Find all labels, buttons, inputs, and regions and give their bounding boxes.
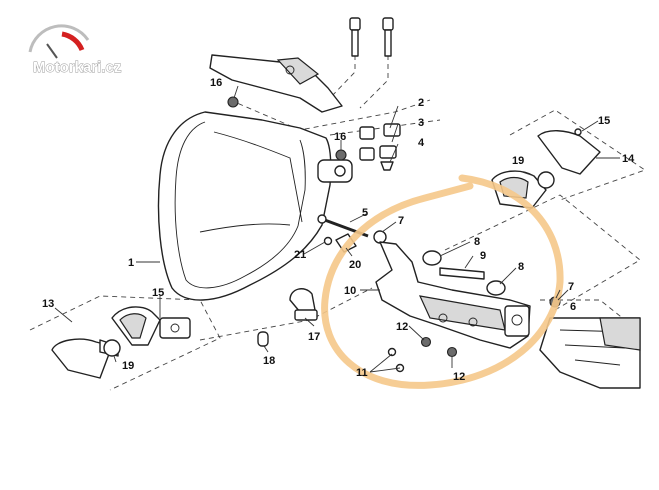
callout-18: 18 (263, 355, 275, 367)
screws-11[interactable] (387, 347, 405, 373)
callout-3: 3 (418, 117, 424, 129)
callout-20: 20 (349, 259, 361, 271)
right-turn-signal[interactable] (491, 128, 601, 209)
damper-rubbers[interactable] (359, 123, 401, 171)
logo-accent-arc (61, 31, 85, 52)
left-turn-signal[interactable] (51, 306, 191, 379)
callout-10: 10 (344, 285, 356, 297)
upper-mounting-bracket[interactable] (209, 54, 343, 113)
headlight-bulb-17[interactable] (289, 288, 318, 321)
callout-12a: 12 (396, 321, 408, 333)
nuts-12[interactable] (420, 336, 458, 358)
logo-needle (46, 43, 58, 59)
frame-section (539, 317, 641, 389)
top-bolts[interactable] (349, 17, 394, 57)
callout-21: 21 (294, 249, 306, 261)
callout-17: 17 (308, 331, 320, 343)
callout-5: 5 (362, 207, 368, 219)
callout-16a: 16 (210, 77, 222, 89)
callout-labels: 1 2 3 4 5 6 7 7 8 8 9 10 11 12 12 13 14 … (42, 77, 635, 383)
logo-text: Motorkari.cz (33, 59, 121, 76)
callout-1: 1 (128, 257, 134, 269)
callout-13: 13 (42, 298, 54, 310)
logo-arc (28, 24, 90, 53)
bushings-8[interactable] (422, 250, 506, 296)
callout-6: 6 (570, 301, 576, 313)
callout-16b: 16 (334, 131, 346, 143)
callout-7b: 7 (568, 281, 574, 293)
spacer-tube-9[interactable] (439, 267, 485, 280)
highlight-circle (321, 174, 564, 389)
callout-19b: 19 (122, 360, 134, 372)
callout-2: 2 (418, 97, 424, 109)
callout-9: 9 (480, 250, 486, 262)
callout-15b: 15 (152, 287, 164, 299)
callout-19a: 19 (512, 155, 524, 167)
callout-14: 14 (622, 153, 635, 165)
callout-15a: 15 (598, 115, 610, 127)
callout-11: 11 (356, 367, 368, 379)
callout-8b: 8 (518, 261, 524, 273)
callout-12b: 12 (453, 371, 465, 383)
motorkari-logo[interactable]: Motorkari.cz (28, 24, 122, 76)
leader-lines (54, 85, 620, 373)
headlight-housing[interactable] (157, 111, 353, 301)
parking-bulb-18[interactable] (257, 331, 269, 347)
callout-4: 4 (418, 137, 425, 149)
callout-8a: 8 (474, 236, 480, 248)
headlight-bracket-10[interactable] (375, 241, 531, 349)
callout-7a: 7 (398, 215, 404, 227)
